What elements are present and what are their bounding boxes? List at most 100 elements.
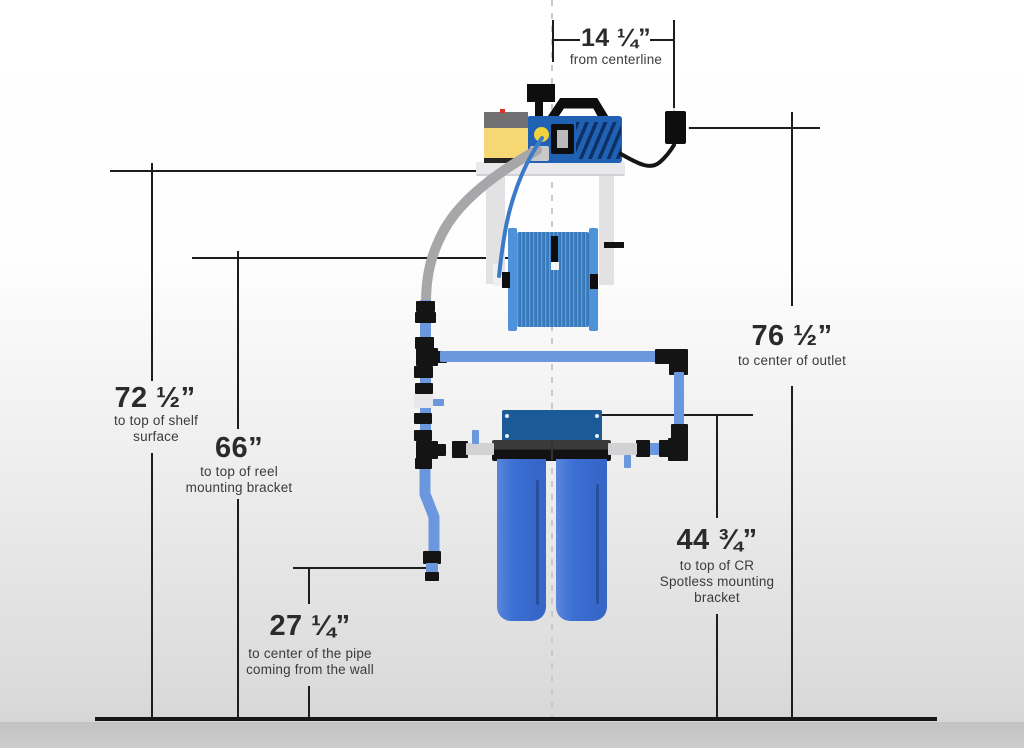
pump-vents bbox=[576, 122, 621, 159]
bracket-screw bbox=[505, 434, 509, 438]
pipe-tee-fitting bbox=[416, 348, 438, 366]
dimension-value: 66” bbox=[215, 432, 263, 464]
dimension-line-vertical bbox=[308, 686, 310, 720]
pipe-fitting bbox=[415, 383, 433, 394]
pressure-hose bbox=[421, 145, 542, 308]
floor-area bbox=[0, 722, 1024, 748]
reel-hose-guide bbox=[551, 236, 558, 262]
cr-spotless-mounting-bracket bbox=[502, 410, 602, 441]
wall-pipe-fitting bbox=[423, 551, 441, 564]
reel-flange-left bbox=[508, 228, 517, 331]
dimension-line-vertical bbox=[151, 163, 153, 381]
reel-mounting-bracket bbox=[604, 242, 624, 248]
reel-hose-end bbox=[551, 262, 559, 270]
dimension-caption: to top of shelf bbox=[113, 413, 199, 428]
pipe-fitting bbox=[636, 440, 650, 457]
power-outlet bbox=[665, 111, 686, 144]
dimension-line-horizontal bbox=[554, 39, 580, 41]
pipe-fitting bbox=[671, 424, 688, 439]
supply-tube bbox=[497, 136, 544, 278]
pipe-fitting bbox=[414, 413, 432, 424]
dimension-line-horizontal bbox=[192, 257, 509, 259]
dimension-line-horizontal bbox=[110, 170, 476, 172]
pump-inlet-cap bbox=[534, 127, 549, 142]
return-pipe-right-vertical bbox=[674, 372, 684, 432]
dimension-caption: to top of CR bbox=[679, 558, 755, 573]
pipe-elbow bbox=[669, 349, 688, 375]
dimension-line-horizontal bbox=[650, 39, 675, 41]
wall-supply-pipe-jog bbox=[419, 464, 440, 558]
dimension-caption: to center of the pipe bbox=[248, 646, 372, 661]
dimension-value: 27 ¼” bbox=[269, 610, 351, 642]
manifold-stub-left bbox=[466, 443, 494, 455]
dimension-line-vertical bbox=[151, 453, 153, 720]
reel-axle-left bbox=[502, 272, 510, 288]
shelf-leg-right bbox=[599, 176, 614, 285]
pipe-fitting bbox=[452, 441, 468, 458]
bracket-screw bbox=[595, 414, 599, 418]
dimension-line-vertical bbox=[237, 499, 239, 720]
pipe-union-white bbox=[414, 394, 433, 408]
reel-axle-right bbox=[590, 274, 598, 289]
manifold-stub-right bbox=[608, 443, 637, 455]
dimension-value: 14 ¼” bbox=[580, 24, 652, 52]
dimension-line-vertical bbox=[716, 414, 718, 518]
dimension-caption: surface bbox=[133, 429, 179, 444]
pipe-fitting bbox=[415, 458, 432, 469]
manifold-seam bbox=[551, 441, 553, 460]
pipe-segment bbox=[648, 443, 662, 455]
dimension-caption: Spotless mounting bbox=[659, 574, 775, 589]
filter-housing-right bbox=[556, 459, 607, 621]
power-cord bbox=[619, 143, 676, 168]
top-pipe-horizontal bbox=[440, 351, 662, 362]
dimension-line-vertical bbox=[308, 567, 310, 604]
housing-shadow-line bbox=[536, 480, 539, 605]
dimension-line-horizontal bbox=[293, 567, 430, 569]
wall-pipe-segment bbox=[426, 563, 438, 573]
dimension-tick bbox=[673, 20, 675, 111]
dimension-value: 44 ¾” bbox=[676, 524, 758, 556]
dimension-caption: to top of reel bbox=[200, 464, 278, 479]
hose-reel-drum bbox=[517, 232, 589, 327]
pipe-fitting bbox=[416, 301, 435, 312]
dimension-value: 76 ½” bbox=[751, 320, 833, 352]
dimension-line-vertical bbox=[237, 251, 239, 429]
wall-pipe-cap bbox=[425, 572, 439, 581]
pipe-fitting bbox=[655, 349, 671, 364]
valve-stub-up bbox=[472, 430, 479, 444]
dimension-value: 72 ½” bbox=[114, 382, 196, 414]
pipe-tee-fitting bbox=[416, 441, 438, 459]
dimension-caption: to center of outlet bbox=[737, 353, 847, 368]
valve-stub-down bbox=[624, 455, 631, 468]
pump-gauge-window bbox=[557, 130, 568, 148]
bracket-screw bbox=[505, 414, 509, 418]
dimension-caption: bracket bbox=[694, 590, 740, 605]
pipe-elbow bbox=[668, 438, 688, 461]
pipe-fitting bbox=[414, 366, 433, 378]
detergent-tank-lid bbox=[484, 112, 528, 128]
pipe-tee-stub bbox=[434, 444, 446, 456]
pipe-stub bbox=[433, 399, 444, 406]
pipe-fitting bbox=[415, 337, 434, 349]
dimension-line-vertical bbox=[791, 112, 793, 306]
dimension-tick bbox=[552, 20, 554, 62]
filter-housing-left bbox=[497, 459, 546, 621]
housing-shadow-line bbox=[596, 484, 599, 604]
dimension-line-vertical bbox=[791, 386, 793, 720]
detergent-tank-base bbox=[484, 158, 528, 163]
tank-indicator-dot bbox=[500, 109, 505, 113]
dimension-caption: from centerline bbox=[569, 52, 663, 67]
pipe-fitting bbox=[415, 312, 436, 323]
dimension-caption: coming from the wall bbox=[246, 662, 374, 677]
spray-gun-holder bbox=[527, 84, 555, 102]
dimension-caption: mounting bracket bbox=[185, 480, 293, 495]
pipe-fitting bbox=[414, 430, 432, 441]
floor-line bbox=[95, 717, 937, 721]
bracket-screw bbox=[595, 434, 599, 438]
spray-gun-holder-stem bbox=[535, 101, 543, 129]
dimension-line-vertical bbox=[716, 614, 718, 720]
detergent-tank bbox=[484, 128, 528, 158]
pipe-fitting bbox=[659, 440, 672, 457]
